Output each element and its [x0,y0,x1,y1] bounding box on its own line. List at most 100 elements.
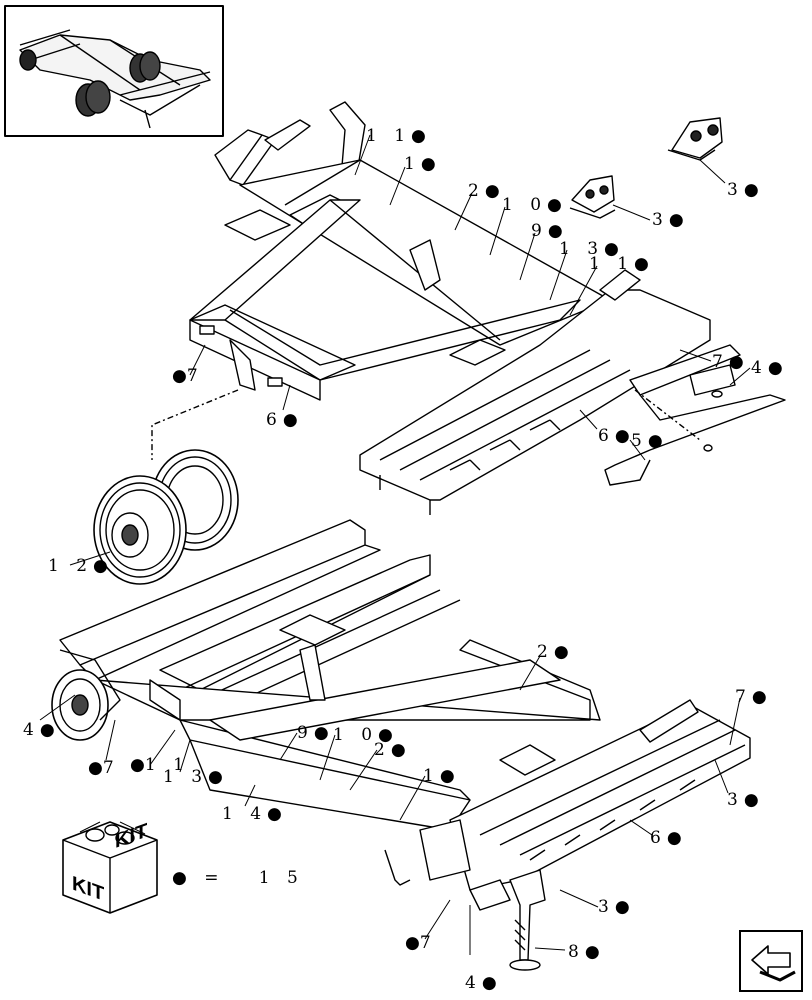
callout-text: 3 [727,790,744,810]
bullet: ● [743,180,759,200]
callout-9[interactable]: 9● [297,725,329,742]
kit-box-illustration [62,821,158,914]
upper-frame-assembly [189,101,786,515]
bullet: ● [614,897,630,917]
bullet: ● [411,126,426,146]
callout-7[interactable]: 7● [735,689,767,706]
callout-text: 4 [23,720,40,740]
bullet: ● [547,195,562,215]
callout-text: 7 [186,366,204,386]
dash-dot-leader [151,389,239,460]
leader-lines [39,134,751,955]
callout-text: 6 [266,410,283,430]
bullet: ● [484,181,500,201]
callout-text: 4 [751,358,768,378]
callout-text: 8 [568,942,585,962]
callout-text: 7 [102,758,120,778]
bullet: ● [130,755,145,775]
callout-3[interactable]: 3● [727,182,759,199]
callout-text: 2 [374,740,391,760]
bullet: ● [420,154,436,174]
callout-text: 1 0 [333,725,379,745]
callout-6[interactable]: 6● [266,412,298,429]
callout-10[interactable]: 1 0● [333,727,393,744]
callout-11[interactable]: ●1 1 [130,757,190,774]
callout-text: 1 2 [48,556,94,576]
callout-2[interactable]: 2● [374,742,406,759]
callout-3[interactable]: 3● [652,212,684,229]
overview-inset-drawing [4,5,224,137]
bullet: ● [390,740,406,760]
callout-text: 4 [465,973,482,993]
bullet: ● [282,410,298,430]
callout-8[interactable]: 8● [568,944,600,961]
callout-9[interactable]: 9● [531,223,563,240]
callout-text: 1 3 [163,767,209,787]
callout-text: 1 [404,154,421,174]
callout-6[interactable]: 6● [650,830,682,847]
bullet: ● [668,210,684,230]
bullet: ● [88,758,103,778]
callout-2[interactable]: 2● [468,183,500,200]
callout-7[interactable]: 7● [712,354,744,371]
callout-text: 7 [419,933,437,953]
back-navigation-button[interactable] [739,930,803,992]
callout-10[interactable]: 1 0● [502,197,562,214]
callout-text: 9 [297,723,314,743]
bullet: ● [208,767,223,787]
callout-text: 1 1 [589,254,635,274]
callout-3[interactable]: 3● [727,792,759,809]
bullet: ● [666,828,682,848]
bullet: ● [743,790,759,810]
callout-1[interactable]: 1● [404,156,436,173]
callout-6[interactable]: 6● [598,428,630,445]
callout-11[interactable]: 1 1● [366,128,426,145]
callout-14[interactable]: 1 4● [222,806,282,823]
callout-1[interactable]: 1● [423,768,455,785]
callout-13[interactable]: 1 3● [163,769,223,786]
callout-text: 3 [727,180,744,200]
callout-2[interactable]: 2● [537,644,569,661]
callout-text: 7 [735,687,752,707]
callout-text: 9 [531,221,548,241]
bullet: ● [93,556,108,576]
callout-11[interactable]: 1 1● [589,256,649,273]
callout-7[interactable]: ●7 [88,760,120,777]
bullet: ● [614,426,630,446]
callout-text: 2 [468,181,485,201]
bullet: ● [172,366,187,386]
bullet: ● [553,642,569,662]
callout-12[interactable]: 1 2● [48,558,108,575]
bullet: ● [267,804,282,824]
callout-text: 1 4 [222,804,268,824]
callout-7[interactable]: ●7 [172,368,204,385]
bullet: ● [547,221,563,241]
lower-frame-assembly [51,519,751,971]
bullet: ● [767,358,783,378]
callout-text: 1 1 [144,755,190,775]
back-arrow-icon [751,945,796,982]
bullet: ● [634,254,649,274]
callout-4[interactable]: 4● [465,975,497,992]
bullet: ● [728,352,744,372]
bullet: ● [405,933,420,953]
kit-legend: ● = 1 5 [172,868,304,888]
callout-text: 6 [650,828,667,848]
dual-wheel-assembly [93,449,239,585]
callout-text: 1 3 [559,239,605,259]
callout-4[interactable]: 4● [23,722,55,739]
callout-4[interactable]: 4● [751,360,783,377]
callout-13[interactable]: 1 3● [559,241,619,258]
callout-text: 2 [537,642,554,662]
equals-sign: = [204,868,225,888]
bullet: ● [751,687,767,707]
callout-7[interactable]: ●7 [405,935,437,952]
kit-part-number: 1 5 [258,868,304,888]
callout-text: 3 [652,210,669,230]
bullet: ● [584,942,600,962]
callout-3[interactable]: 3● [598,899,630,916]
callout-5[interactable]: 5● [631,433,663,450]
callout-text: 1 [423,766,440,786]
bullet: ● [439,766,455,786]
